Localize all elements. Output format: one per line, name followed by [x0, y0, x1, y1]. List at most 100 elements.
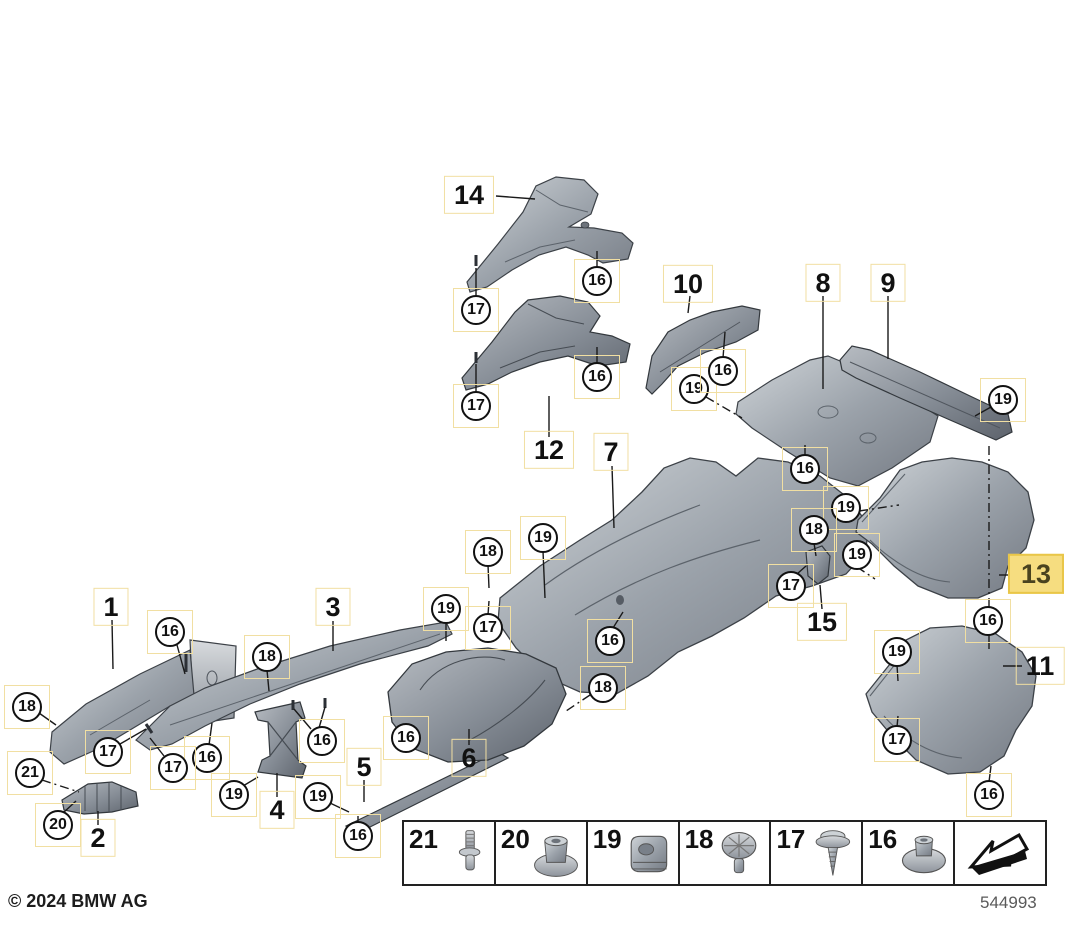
callout-17-number: 17 [882, 725, 912, 755]
callout-16-number: 16 [974, 780, 1004, 810]
part-label-1[interactable]: 1 [93, 587, 129, 627]
legend-cell-16: 16 [863, 822, 956, 884]
callout-16[interactable]: 16 [782, 447, 828, 491]
part-2-shape[interactable] [61, 781, 139, 815]
part-label-13-highlighted[interactable]: 13 [1007, 553, 1065, 595]
callout-19[interactable]: 19 [423, 587, 469, 631]
callout-19[interactable]: 19 [980, 378, 1026, 422]
callout-18[interactable]: 18 [244, 635, 290, 679]
callout-16[interactable]: 16 [587, 619, 633, 663]
part-6-shape[interactable] [387, 647, 567, 763]
callout-17[interactable]: 17 [150, 746, 196, 790]
part-label-14[interactable]: 14 [443, 175, 495, 215]
part-7-hole [616, 595, 624, 605]
diagram-id: 544993 [980, 893, 1037, 912]
stud-bolt-icon [458, 830, 481, 871]
pin [144, 723, 154, 734]
part-label-11[interactable]: 11 [1015, 646, 1065, 686]
callout-16-number: 16 [582, 362, 612, 392]
callout-18[interactable]: 18 [465, 530, 511, 574]
expansion-rivet-icon [722, 831, 757, 874]
callout-21[interactable]: 21 [7, 751, 53, 795]
callout-18[interactable]: 18 [791, 508, 837, 552]
callout-16[interactable]: 16 [383, 716, 429, 760]
part-label-9[interactable]: 9 [870, 263, 906, 303]
callout-16[interactable]: 16 [335, 814, 381, 858]
callout-19[interactable]: 19 [834, 533, 880, 577]
callout-17[interactable]: 17 [465, 606, 511, 650]
leader-line [988, 765, 992, 783]
leader-line-dashed [41, 779, 80, 793]
callout-16[interactable]: 16 [574, 259, 620, 303]
callout-19-number: 19 [431, 594, 461, 624]
part-10-shape[interactable] [645, 305, 761, 395]
part-label-2[interactable]: 2 [80, 818, 116, 858]
leader-line [495, 195, 536, 200]
fastener-legend: 21 20 19 18 17 [402, 820, 1047, 886]
callout-16[interactable]: 16 [965, 599, 1011, 643]
part-12-shape[interactable] [461, 295, 631, 391]
callout-16[interactable]: 16 [966, 773, 1012, 817]
legend-cell-21: 21 [404, 822, 496, 884]
fastener-pins [144, 255, 478, 734]
callout-16[interactable]: 16 [700, 349, 746, 393]
part-9-shape[interactable] [839, 345, 1013, 441]
leader-line-dashed [858, 504, 900, 512]
callout-19[interactable]: 19 [671, 367, 717, 411]
callout-17[interactable]: 17 [85, 730, 131, 774]
callout-18[interactable]: 18 [4, 685, 50, 729]
part-label-4[interactable]: 4 [259, 790, 295, 830]
part-label-7[interactable]: 7 [593, 432, 629, 472]
part-label-8[interactable]: 8 [805, 263, 841, 303]
callout-16-number: 16 [973, 606, 1003, 636]
leader-line [208, 722, 213, 746]
part-1-detail [89, 699, 151, 736]
legend-cell-18: 18 [680, 822, 772, 884]
part-10-surface [645, 305, 761, 395]
callout-17[interactable]: 17 [768, 564, 814, 608]
callout-21-number: 21 [15, 758, 45, 788]
callout-16[interactable]: 16 [574, 355, 620, 399]
callout-16[interactable]: 16 [184, 736, 230, 780]
callout-17[interactable]: 17 [453, 384, 499, 428]
part-15-shape[interactable] [805, 545, 831, 585]
callout-16-number: 16 [790, 454, 820, 484]
legend-ref-18: 18 [684, 824, 714, 854]
callout-17[interactable]: 17 [453, 288, 499, 332]
part-label-6[interactable]: 6 [451, 738, 487, 778]
legend-ref-19: 19 [592, 824, 622, 854]
callout-17[interactable]: 17 [874, 718, 920, 762]
part-label-5[interactable]: 5 [346, 747, 382, 787]
leader-line [176, 644, 186, 675]
callout-18-number: 18 [252, 642, 282, 672]
callout-18[interactable]: 18 [580, 666, 626, 710]
part-9-detail [849, 361, 1001, 429]
part-6-domes [419, 656, 546, 741]
part-label-12[interactable]: 12 [523, 430, 575, 470]
callout-17-number: 17 [461, 391, 491, 421]
callout-19[interactable]: 19 [295, 775, 341, 819]
callout-19[interactable]: 19 [520, 516, 566, 560]
callout-17-number: 17 [461, 295, 491, 325]
callout-19[interactable]: 19 [211, 773, 257, 817]
callout-20[interactable]: 20 [35, 803, 81, 847]
callout-19-number: 19 [882, 637, 912, 667]
legend-ref-21: 21 [409, 824, 438, 854]
part-4-shape[interactable] [254, 701, 307, 779]
leader-line-dashed [705, 396, 743, 419]
callout-19-number: 19 [303, 782, 333, 812]
callout-16[interactable]: 16 [299, 719, 345, 763]
part-14-shape[interactable] [466, 176, 634, 293]
callout-16[interactable]: 16 [147, 610, 193, 654]
callout-17-number: 17 [473, 613, 503, 643]
part-label-10[interactable]: 10 [662, 264, 714, 304]
callout-18-number: 18 [799, 515, 829, 545]
part-label-15[interactable]: 15 [796, 602, 848, 642]
leader-line [542, 550, 546, 599]
callout-19[interactable]: 19 [874, 630, 920, 674]
part-14-hole [580, 221, 590, 229]
part-label-3[interactable]: 3 [315, 587, 351, 627]
part-3-detail [169, 633, 441, 726]
part-3-shape[interactable] [135, 621, 453, 751]
leader-line [687, 295, 691, 314]
